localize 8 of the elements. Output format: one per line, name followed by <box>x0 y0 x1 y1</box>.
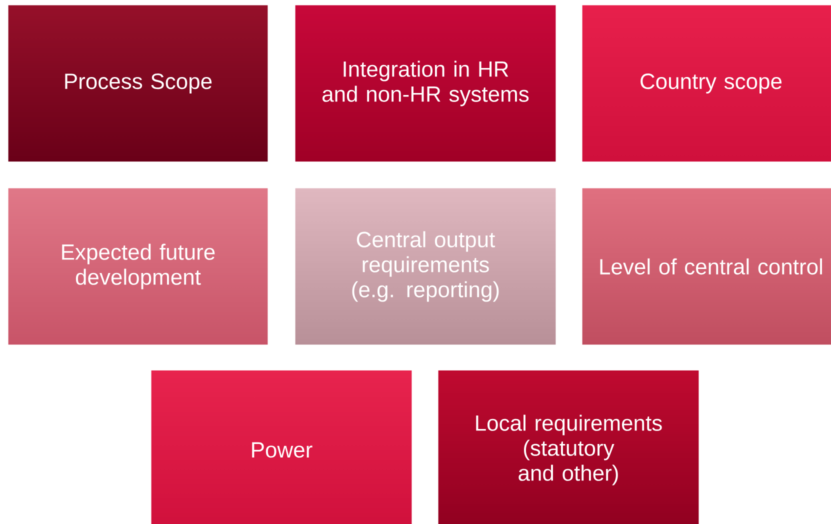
text-box: Expected future development <box>8 188 268 346</box>
text-box: Local requirements (statutory and other) <box>438 370 700 524</box>
text-box: Country scope <box>582 4 831 162</box>
text-box: Power <box>150 370 412 524</box>
text-box: Level of central control <box>582 188 831 346</box>
text-box: Integration in HR and non-HR systems <box>294 4 556 162</box>
text-box: Process Scope <box>8 4 268 162</box>
text-box: Central output requirements (e.g. reporting) <box>294 188 556 346</box>
